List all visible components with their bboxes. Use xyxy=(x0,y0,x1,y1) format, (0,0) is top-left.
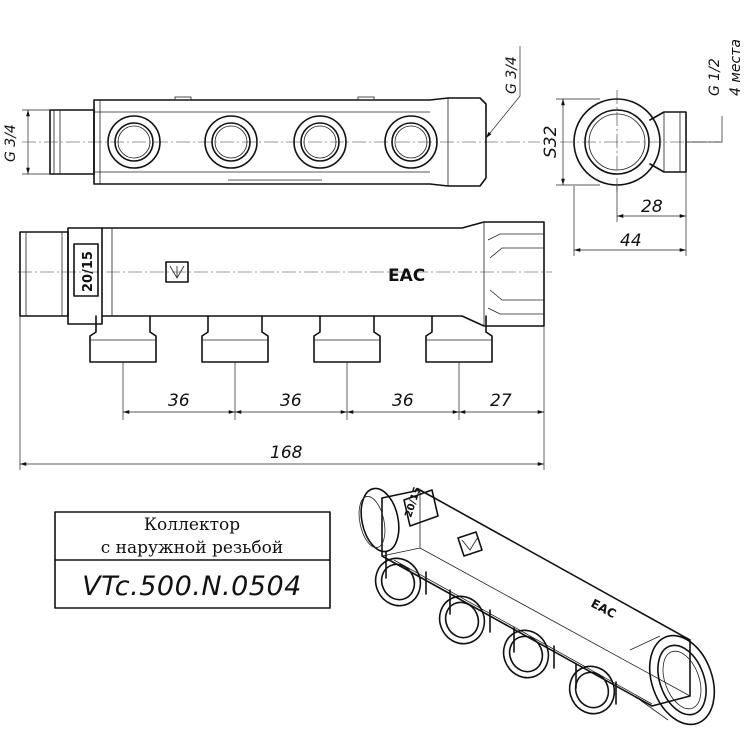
main-thread-left-label: G 3/4 xyxy=(3,124,19,162)
side-view xyxy=(556,90,723,256)
outlet-top-1 xyxy=(107,115,161,169)
outlet-front-2 xyxy=(201,315,269,363)
outlet-iso-1 xyxy=(374,551,427,607)
outlet-iso-2 xyxy=(438,589,491,645)
iso-size-label: 20/15 xyxy=(403,486,423,519)
outlet-front-3 xyxy=(313,315,381,363)
size-label: 20/15 xyxy=(81,251,96,292)
outlet-thread-label: G 1/2 xyxy=(707,58,723,96)
dim-end-offset: 27 xyxy=(490,391,512,411)
outlet-iso-3 xyxy=(502,627,555,679)
dim-pitch-1: 36 xyxy=(168,391,190,411)
front-view xyxy=(18,221,552,470)
outlet-count-label: 4 места xyxy=(728,39,744,96)
valtec-logo-icon xyxy=(165,261,189,283)
dim-side-overall-label: 44 xyxy=(620,231,642,251)
isometric-view xyxy=(358,487,716,726)
dim-overall-length: 168 xyxy=(270,443,303,463)
outlet-top-4 xyxy=(384,115,438,169)
product-code: VTc.500.N.0504 xyxy=(82,571,302,602)
dim-side-outlet-label: 28 xyxy=(641,197,663,217)
cert-mark: EAC xyxy=(388,266,425,286)
main-thread-right-label: G 3/4 xyxy=(504,56,520,94)
dim-pitch-2: 36 xyxy=(280,391,302,411)
outlet-front-1 xyxy=(89,315,157,363)
iso-cert-mark: EAC xyxy=(589,596,619,621)
size-label-box xyxy=(73,243,99,297)
title-line-1: Коллектор xyxy=(144,515,240,535)
dim-height-label: S32 xyxy=(541,126,561,158)
dim-pitch-3: 36 xyxy=(392,391,414,411)
title-line-2: с наружной резьбой xyxy=(101,538,283,558)
outlet-top-3 xyxy=(293,115,347,169)
outlet-top-2 xyxy=(204,115,258,169)
title-block xyxy=(54,511,331,609)
top-view xyxy=(22,46,540,187)
outlet-iso-4 xyxy=(568,663,617,715)
outlet-front-4 xyxy=(425,315,493,363)
